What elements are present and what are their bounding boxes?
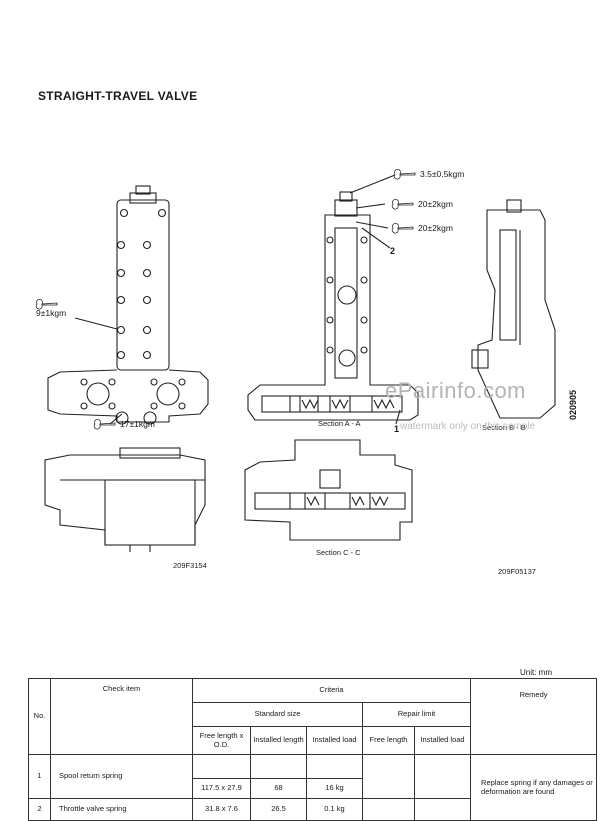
torque-label-lower: 20±2kgm: [391, 223, 453, 234]
header-criteria: Criteria: [191, 678, 472, 703]
row-no: 2: [28, 798, 51, 821]
row-free-od: 31.8 x 7.6: [192, 798, 251, 821]
table-subheader-row: Standard size Repair limit: [29, 702, 597, 727]
header-no: No.: [28, 678, 51, 755]
header-free-length: Free length: [362, 726, 415, 755]
row-inst-len: 26.5: [250, 798, 307, 821]
section-c-label: Section C - C: [316, 548, 361, 557]
header-installed-load-2: Installed load: [413, 726, 472, 755]
drawing-code-right: 209F05137: [498, 567, 536, 576]
torque-label-bottom-left: 17±1kgm: [93, 419, 155, 430]
page-title: STRAIGHT-TRAVEL VALVE: [38, 89, 198, 103]
torque-label-middle: 20±2kgm: [391, 199, 453, 210]
row-inst-load: 16 kg: [306, 778, 363, 799]
header-remedy: Remedy: [470, 678, 598, 755]
watermark-subtext: watermark only on this sample: [400, 421, 536, 432]
section-a-label: Section A - A: [318, 419, 361, 428]
row-inst-load: [306, 754, 363, 779]
row-inst-len: [250, 754, 307, 779]
table-row: 117.5 x 27.9 68 16 kg: [29, 778, 597, 799]
drawing-code-left: 209F3154: [173, 561, 207, 570]
row-free-length-limit: [362, 798, 415, 821]
callout-1: 1: [394, 424, 400, 434]
table-header-row: No. Check item Criteria Remedy: [28, 678, 598, 755]
unit-label: Unit: mm: [520, 668, 552, 677]
row-inst-load-limit: [413, 754, 472, 799]
row-item: Throttle valve spring: [50, 798, 193, 821]
table-row: 1 Spool return spring Replace spring if …: [28, 754, 598, 821]
row-item: Spool return spring: [50, 754, 193, 799]
wrench-icon: [35, 299, 58, 310]
table-subheader-row-2: Free length x O.D. Installed length Inst…: [29, 726, 597, 755]
header-check-item: Check item: [50, 678, 193, 755]
drawing-code-vertical: 020905: [568, 389, 578, 420]
header-installed-load: Installed load: [306, 726, 363, 755]
row-inst-load: 0.1 kg: [306, 798, 363, 821]
header-repair-limit: Repair limit: [361, 702, 472, 727]
watermark-text: ePairinfo.com: [385, 378, 527, 403]
row-inst-load-limit: [413, 798, 472, 821]
header-standard-size: Standard size: [192, 702, 363, 727]
wrench-icon: [393, 169, 416, 180]
spec-table: No. Check item Criteria Remedy Standard …: [28, 678, 598, 821]
row-free-od: 117.5 x 27.9: [192, 778, 251, 799]
wrench-icon: [93, 419, 116, 430]
row-free-od: [192, 754, 251, 779]
remedy-cell: Replace spring if any damages or deforma…: [470, 754, 598, 821]
header-free-length-od: Free length x O.D.: [192, 726, 251, 755]
wrench-icon: [391, 199, 414, 210]
torque-label-left: 9±1kgm: [35, 299, 66, 318]
callout-2: 2: [390, 246, 396, 256]
row-inst-len: 68: [250, 778, 307, 799]
header-installed-length: Installed length: [250, 726, 307, 755]
wrench-icon: [391, 223, 414, 234]
section-b-label: Section B - B: [482, 423, 526, 432]
row-no: 1: [28, 754, 51, 799]
torque-label-top: 3.5±0.5kgm: [393, 169, 464, 180]
row-free-length-limit: [362, 754, 415, 799]
